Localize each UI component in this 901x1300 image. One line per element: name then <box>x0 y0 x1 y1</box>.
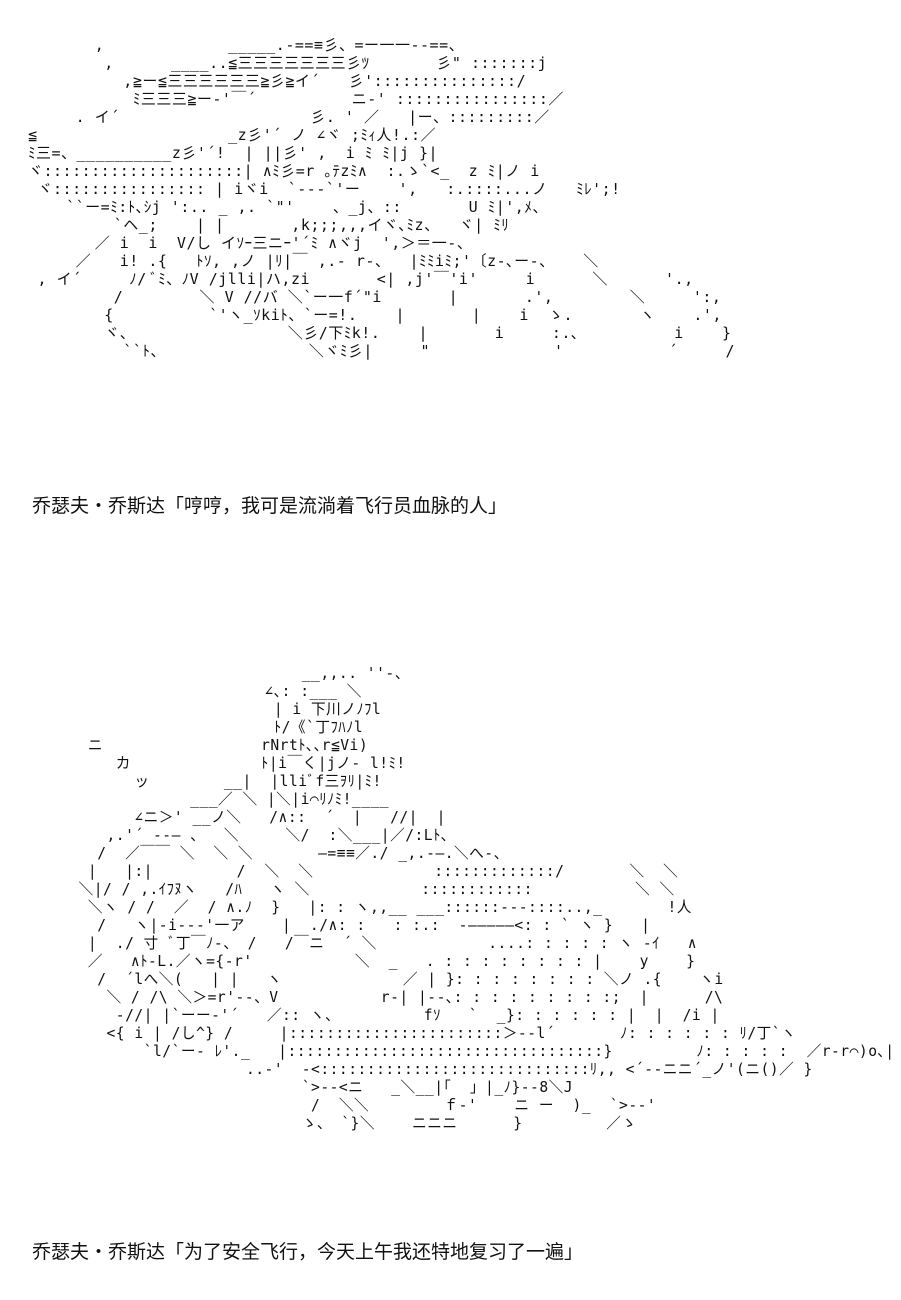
caption-dialogue: 乔瑟夫・乔斯达「为了安全飞行，今天上午我还特地复习了一遍」 <box>32 1241 584 1263</box>
ascii-art-biplane-scene: , _____.-==≡彡、=ー一一--==、 , ____..≦三三三三三三三… <box>28 36 736 360</box>
caption-dialogue: 乔瑟夫・乔斯达「哼哼，我可是流淌着飞行员血脉的人」 <box>32 495 508 517</box>
ascii-art-seated-figure: __,,.. ''-、 ∠､: :___ ＼ | i 下川ノﾉﾌl ﾄ/《`丁ﾌ… <box>78 664 895 1132</box>
